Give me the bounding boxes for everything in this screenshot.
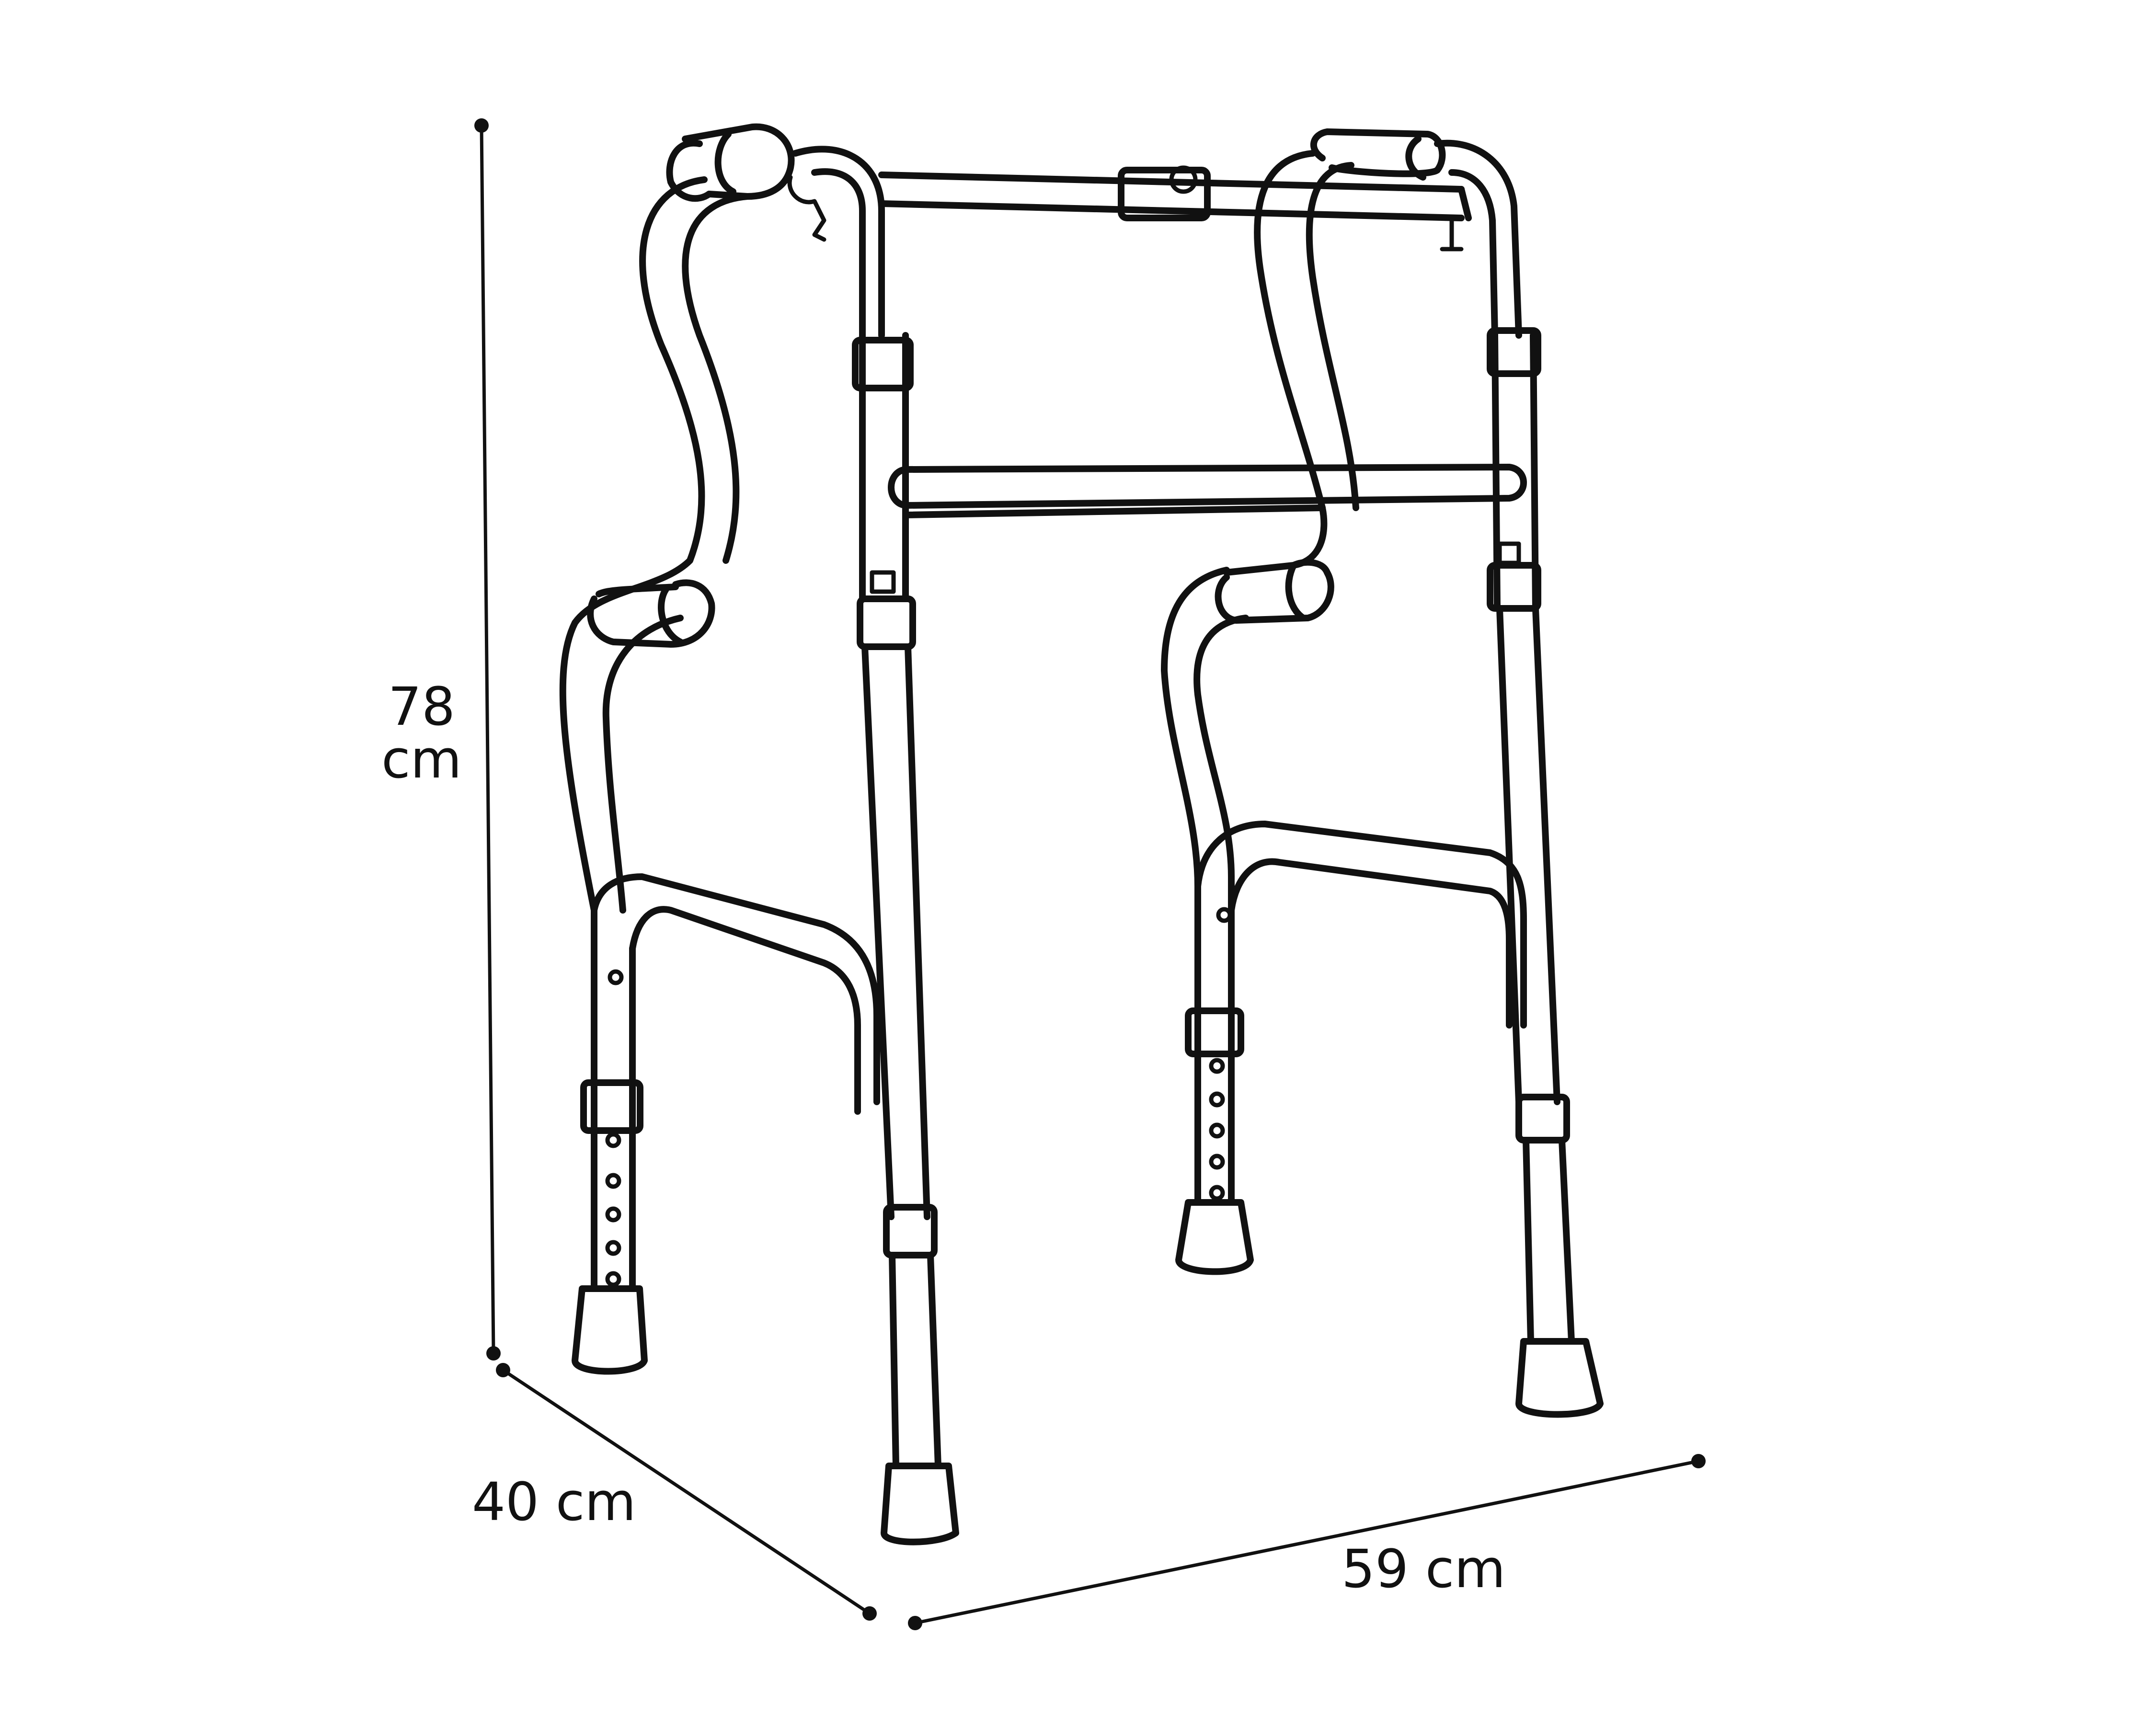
left-side-frame [559, 176, 880, 1115]
left-lower-grip [587, 579, 715, 648]
depth-label: 40 cm [472, 1471, 636, 1533]
width-dimension-line [908, 1454, 1706, 1630]
width-label: 59 cm [1342, 1538, 1506, 1600]
right-side-frame [1161, 150, 1527, 1029]
right-back-leg [1175, 907, 1254, 1275]
height-label: 78 cm [374, 680, 470, 786]
right-main-post [1487, 327, 1604, 1418]
left-main-post [787, 146, 959, 1545]
left-back-leg [572, 969, 648, 1375]
right-upper-grip [1310, 128, 1522, 339]
top-crossbar [878, 165, 1472, 252]
height-dimension-line [474, 118, 501, 1361]
height-unit: cm [381, 729, 462, 790]
depth-dimension-line [496, 1363, 877, 1621]
left-upper-grip [666, 123, 795, 202]
right-lower-grip [1215, 559, 1334, 624]
middle-crossbar [888, 464, 1527, 518]
height-value: 78 [388, 676, 455, 737]
